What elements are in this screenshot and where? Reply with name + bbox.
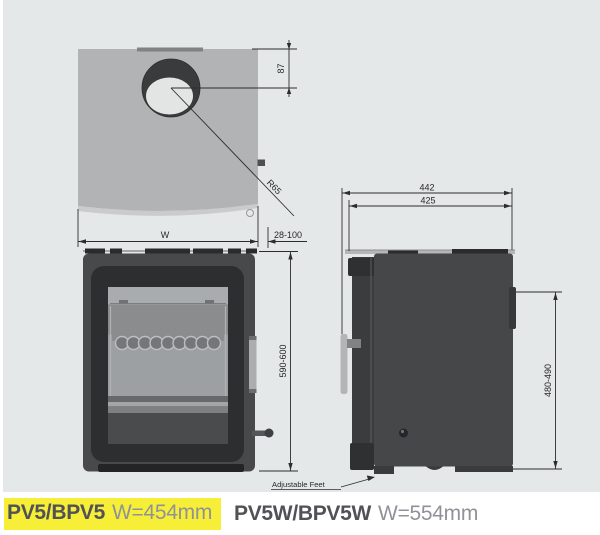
arrowhead <box>288 463 293 471</box>
handle-end <box>249 389 257 393</box>
radius-leader-line <box>170 87 295 217</box>
arrowhead <box>286 43 292 50</box>
arrowhead <box>366 475 375 481</box>
side-view: 442 425 480-490 Adjustable Feet <box>271 183 562 490</box>
latch-pin-cap <box>264 428 274 438</box>
model-name: PV5W/BPV5W <box>234 501 372 525</box>
dim-425 <box>348 200 512 251</box>
dim-label-442: 442 <box>419 183 434 193</box>
door-top-bracket <box>348 258 374 276</box>
dim-label-425: 425 <box>420 196 435 206</box>
arrowhead <box>250 239 258 244</box>
handle-end <box>249 336 257 340</box>
side-knob <box>257 159 265 166</box>
arrowhead <box>553 461 558 469</box>
top-edge-tab <box>388 250 418 255</box>
arrowhead <box>553 292 558 300</box>
diagram-canvas: 87 R65 W 28-100 <box>3 0 600 492</box>
dim-label-w: W <box>161 230 170 240</box>
dim-label-87: 87 <box>276 63 286 73</box>
arrowhead <box>342 190 350 196</box>
glass-clip <box>119 300 128 304</box>
top-plate-front-lip <box>78 204 258 216</box>
glass-clip <box>205 300 214 304</box>
arrowhead <box>288 252 293 260</box>
adjustable-foot <box>374 466 394 474</box>
arrowhead <box>504 203 512 209</box>
feet-leader-line <box>340 478 372 488</box>
flue-hole-opening <box>146 77 193 115</box>
top-edge-tab <box>452 249 508 254</box>
dim-442 <box>341 188 513 334</box>
dim-w <box>77 206 259 247</box>
door-latch-pin <box>252 430 268 436</box>
door-handle-bar <box>249 336 257 393</box>
dim-label-480-490: 480-490 <box>543 364 553 397</box>
door-profile-strip <box>352 257 374 467</box>
stove-side-body <box>374 253 513 467</box>
firebox-lower-stripes <box>108 396 228 444</box>
arrowhead <box>78 239 86 244</box>
arrowhead <box>504 190 512 196</box>
base-bump <box>426 466 443 470</box>
front-view: 590-600 <box>83 248 298 472</box>
rear-panel-lip <box>509 287 516 329</box>
model-name: PV5/BPV5 <box>7 500 105 524</box>
rear-heat-shield <box>137 47 203 52</box>
top-plate <box>78 49 258 212</box>
top-edge-tabs <box>85 248 257 254</box>
door-bottom-bracket <box>350 443 374 470</box>
model-width: W=554mm <box>378 501 479 525</box>
dim-label-28-100: 28-100 <box>274 230 302 240</box>
handle-pin <box>347 339 361 348</box>
glass-top-band <box>108 287 228 304</box>
front-feet-strip <box>98 464 244 472</box>
baffle-plate <box>108 304 228 335</box>
corner-pin-detail <box>246 209 254 217</box>
model-entry-highlighted: PV5/BPV5 W=454mm <box>4 497 222 530</box>
technical-drawing-panel: 87 R65 W 28-100 <box>3 0 600 492</box>
adjustable-feet-label: Adjustable Feet <box>272 480 326 489</box>
door-handle-profile <box>340 334 348 394</box>
side-bolt <box>399 428 408 438</box>
baffle-scallop-holes <box>114 335 222 351</box>
top-plate-edge <box>345 250 515 254</box>
top-view: 87 R65 W 28-100 <box>77 40 307 248</box>
arrowhead <box>349 203 357 209</box>
dim-590-600 <box>259 251 298 472</box>
dim-480-490 <box>513 291 562 470</box>
arrowhead <box>286 87 292 94</box>
adjustable-foot <box>455 466 513 472</box>
dim-label-590-600: 590-600 <box>278 344 288 377</box>
side-bolt-highlight <box>400 429 405 434</box>
arrowhead <box>268 239 276 244</box>
model-width: W=454mm <box>112 500 213 524</box>
